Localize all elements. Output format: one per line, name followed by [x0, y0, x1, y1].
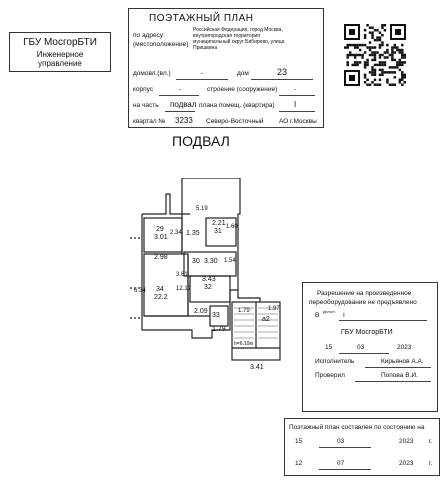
kvartal-value: 3233 — [175, 116, 193, 125]
agency-subtitle: Инженерное — [36, 50, 84, 59]
floor-title: ПОДВАЛ — [172, 133, 230, 149]
approval-b-label: В — [315, 312, 320, 319]
executor-underline — [365, 367, 431, 368]
stroenie-value: - — [294, 86, 297, 93]
fp-label: 1.79 — [212, 326, 226, 333]
fp-label: 1.54 — [224, 258, 236, 264]
plan-state-d2-month-underline — [319, 469, 371, 470]
premises-label: плана помещ. (квартира) — [199, 102, 275, 109]
agency-subtitle-2: управление — [38, 59, 82, 68]
fp-label: 32 — [204, 284, 212, 291]
address-value-4: Пришвина — [193, 45, 218, 51]
approval-stamp: Разрешение на произведенное переоборудов… — [302, 282, 438, 412]
korpus-value: - — [179, 86, 182, 93]
fp-label: 3.30 — [204, 258, 218, 265]
fp-label: 5.19 — [196, 206, 208, 212]
plan-state-d2-day: 12 — [295, 460, 303, 467]
approval-line-2: переоборудование не предъявлено — [309, 299, 417, 306]
fp-label: 12.17 — [176, 286, 192, 292]
plan-state-d2-month: 07 — [337, 460, 345, 467]
fp-label: 34 — [156, 286, 164, 293]
part-underline — [165, 111, 195, 112]
house-label: домовл.(вл.) — [133, 70, 171, 77]
approval-year: 2023 — [397, 344, 412, 351]
fp-label: 33 — [212, 312, 220, 319]
fp-label: 2.09 — [194, 308, 208, 315]
fp-label: 3.41 — [250, 364, 264, 371]
district-value: Северо-Восточный — [206, 118, 264, 125]
premises-underline — [279, 111, 315, 112]
plan-state-title: Поэтажный план составлен по состоянию на — [289, 424, 425, 431]
fp-label: 1.97 — [268, 306, 280, 312]
premises-value: I — [294, 100, 297, 109]
fp-label: 30 — [192, 258, 200, 265]
plan-state-box: Поэтажный план составлен по состоянию на… — [284, 418, 440, 476]
fp-label: 6.34 — [134, 288, 146, 294]
dom-underline — [251, 79, 313, 80]
qr-code — [344, 24, 406, 86]
executor-label: Исполнитель — [315, 358, 355, 365]
korpus-label: корпус — [133, 86, 154, 93]
dom-label: дом — [237, 70, 249, 77]
kvartal-underline — [169, 127, 319, 128]
fp-label: 1.60 — [226, 224, 238, 230]
fp-label: 3.61 — [176, 272, 188, 278]
fp-label: 2.98 — [154, 254, 168, 261]
fp-label: 1.35 — [186, 230, 200, 237]
approval-b-sub: дело/т. — [323, 309, 336, 314]
part-label: на часть — [133, 102, 159, 109]
approval-line-1: Разрешение на произведенное — [317, 290, 412, 297]
plan-state-d1-year: 2023 — [399, 438, 414, 445]
plan-state-d1-day: 15 — [295, 438, 303, 445]
stroenie-underline — [279, 95, 315, 96]
house-underline — [176, 79, 228, 80]
plan-header-form: ПОЭТАЖНЫЙ ПЛАН по адресу: (местоположени… — [128, 8, 324, 128]
qr-code-graphic — [344, 24, 406, 86]
fp-label: 22.2 — [154, 294, 168, 301]
dom-value: 23 — [277, 67, 288, 77]
fp-label: 3.43 — [202, 276, 216, 283]
address-value-3: муниципальный округ Бибирево, улица — [193, 39, 285, 45]
kvartal-label: квартал № — [133, 118, 166, 125]
fp-label: 29 — [156, 226, 164, 233]
approval-org: ГБУ МосгорБТИ — [341, 329, 393, 336]
approval-b-value: I — [343, 312, 345, 319]
approval-month-underline — [339, 353, 389, 354]
approval-month: 03 — [357, 344, 365, 351]
address-label: по адресу: — [133, 32, 165, 39]
plan-state-d1-month: 03 — [337, 438, 345, 445]
fp-label: h=6.10м — [234, 341, 253, 347]
address-value-1: Российская Федерация, город Москва, — [193, 27, 283, 33]
agency-name: ГБУ МосгорБТИ — [23, 37, 97, 48]
fp-label: 2.34 — [170, 230, 182, 236]
house-value: - — [201, 70, 204, 77]
approval-b-underline — [339, 320, 427, 321]
fp-label: a2 — [262, 316, 270, 323]
approval-day: 15 — [325, 344, 333, 351]
checker-underline — [355, 381, 431, 382]
korpus-underline — [159, 95, 199, 96]
fp-label: 31 — [214, 228, 222, 235]
plan-state-d2-g: г. — [429, 460, 433, 467]
plan-state-d2-year: 2023 — [399, 460, 414, 467]
fp-label: 3.01 — [154, 234, 168, 241]
plan-state-d1-g: г. — [429, 438, 433, 445]
floor-plan-drawing — [130, 177, 281, 361]
checker-name: Попова В.И. — [381, 372, 418, 379]
location-label: (местоположение) — [133, 41, 189, 48]
checker-label: Проверил — [315, 372, 345, 379]
plan-state-d1-month-underline — [319, 447, 371, 448]
part-value: подвал — [170, 100, 197, 109]
fp-label: 2.21 — [212, 220, 226, 227]
floor-plan: 29 3.01 2.34 2.21 31 1.60 1.35 5.19 2.98… — [120, 177, 300, 376]
plan-title: ПОЭТАЖНЫЙ ПЛАН — [149, 13, 254, 24]
agency-box: ГБУ МосгорБТИ Инженерное управление — [9, 32, 111, 72]
address-value-2: внутригородская территория — [193, 33, 260, 39]
ao-value: АО г.Москвы — [279, 118, 317, 125]
executor-name: Кирьянов А.А. — [381, 358, 424, 365]
stroenie-label: строение (сооружение) — [207, 86, 278, 93]
fp-label: 1.79 — [238, 308, 250, 314]
